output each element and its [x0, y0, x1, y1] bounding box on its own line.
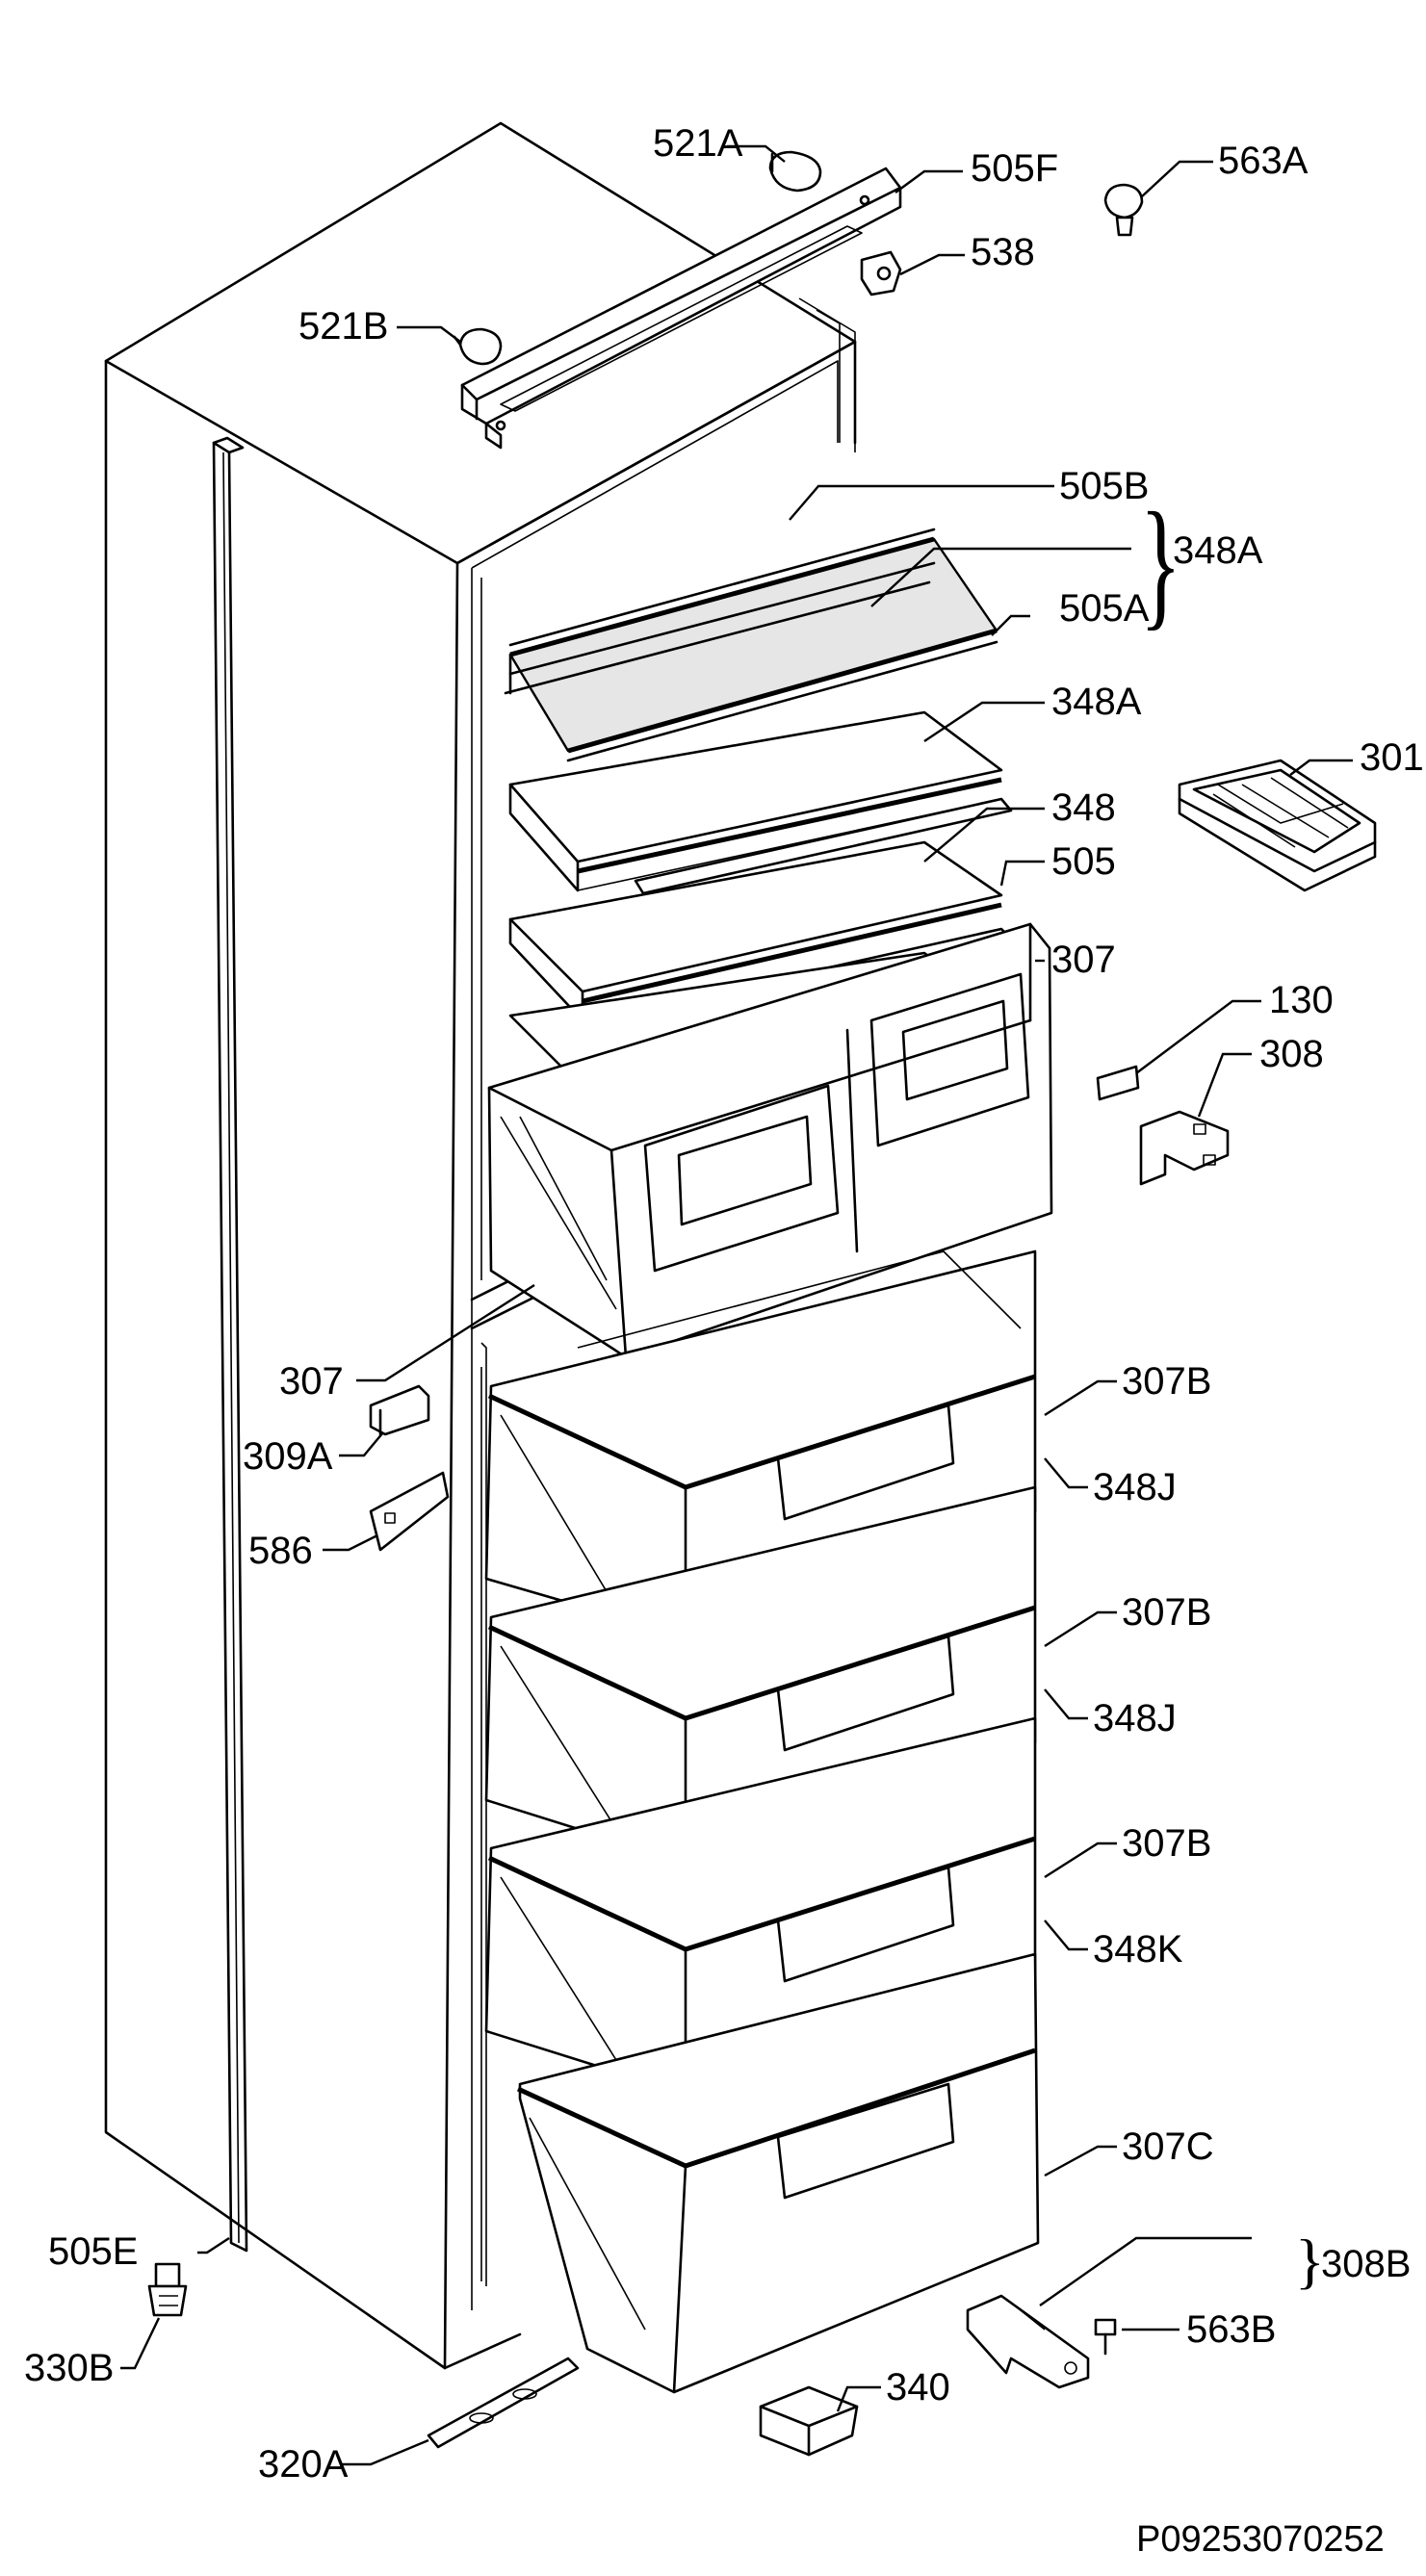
label-309a: 309A	[243, 1435, 333, 1478]
lower-hinge-308b	[966, 2294, 1090, 2389]
label-307b-2: 307B	[1122, 1591, 1211, 1634]
label-348k: 348K	[1093, 1928, 1183, 1971]
reference-number: P09253070252	[1136, 2519, 1385, 2560]
label-307b-3: 307B	[1122, 1822, 1211, 1865]
label-301: 301	[1360, 736, 1424, 779]
label-348j-2: 348J	[1093, 1697, 1177, 1739]
hinge-pin-538	[860, 250, 902, 296]
shelf-348a	[508, 710, 1013, 895]
label-340: 340	[886, 2366, 950, 2409]
label-563b: 563B	[1186, 2308, 1276, 2351]
label-348: 348	[1051, 786, 1116, 829]
label-505: 505	[1051, 840, 1116, 883]
door-gasket-505e	[212, 436, 248, 2253]
bracket-309a	[369, 1384, 430, 1436]
foot-330b	[147, 2262, 188, 2317]
label-348a-group: 348A	[1173, 529, 1263, 572]
label-130: 130	[1269, 979, 1334, 1021]
label-505a: 505A	[1059, 587, 1150, 630]
screw-563b	[1094, 2318, 1117, 2356]
block-340	[759, 2385, 859, 2457]
label-307b-1: 307B	[1122, 1360, 1211, 1403]
label-308: 308	[1259, 1033, 1324, 1075]
drawer-307c	[516, 1952, 1040, 2394]
hinge-plate-586	[369, 1471, 450, 1552]
label-586: 586	[248, 1530, 313, 1572]
cap-563a	[1103, 183, 1144, 237]
cap-521b	[453, 327, 503, 366]
label-348a: 348A	[1051, 681, 1142, 723]
brace-348a-group: }	[1140, 483, 1181, 643]
label-521a: 521A	[653, 122, 743, 165]
label-521b: 521B	[298, 305, 388, 348]
shelf-348a-top	[504, 528, 998, 762]
label-308b: 308B	[1321, 2243, 1411, 2285]
label-505f: 505F	[971, 147, 1058, 190]
cabinet-body	[104, 121, 857, 2370]
label-563a: 563A	[1218, 140, 1309, 182]
label-307-side: 307	[279, 1360, 344, 1403]
ice-tray-301	[1178, 759, 1377, 892]
cap-521a	[768, 150, 822, 193]
label-307c: 307C	[1122, 2125, 1214, 2168]
label-320a: 320A	[258, 2443, 349, 2486]
part-labels: 521A 505F 563A 538 521B 505B 348A 505A 3…	[24, 122, 1424, 2486]
bracket-308	[1139, 1110, 1230, 1186]
clip-130	[1096, 1065, 1140, 1101]
drawer-307	[487, 922, 1053, 1359]
brace-308b-group: }	[1295, 2227, 1325, 2295]
label-505e: 505E	[48, 2230, 138, 2273]
rail-320a	[427, 2357, 580, 2449]
leader-lines	[120, 144, 1353, 2466]
label-505b: 505B	[1059, 465, 1149, 507]
label-307-top: 307	[1051, 939, 1116, 981]
label-330b: 330B	[24, 2347, 114, 2389]
label-538: 538	[971, 231, 1035, 273]
label-348j-1: 348J	[1093, 1466, 1177, 1508]
top-hinge-505f	[460, 167, 902, 450]
